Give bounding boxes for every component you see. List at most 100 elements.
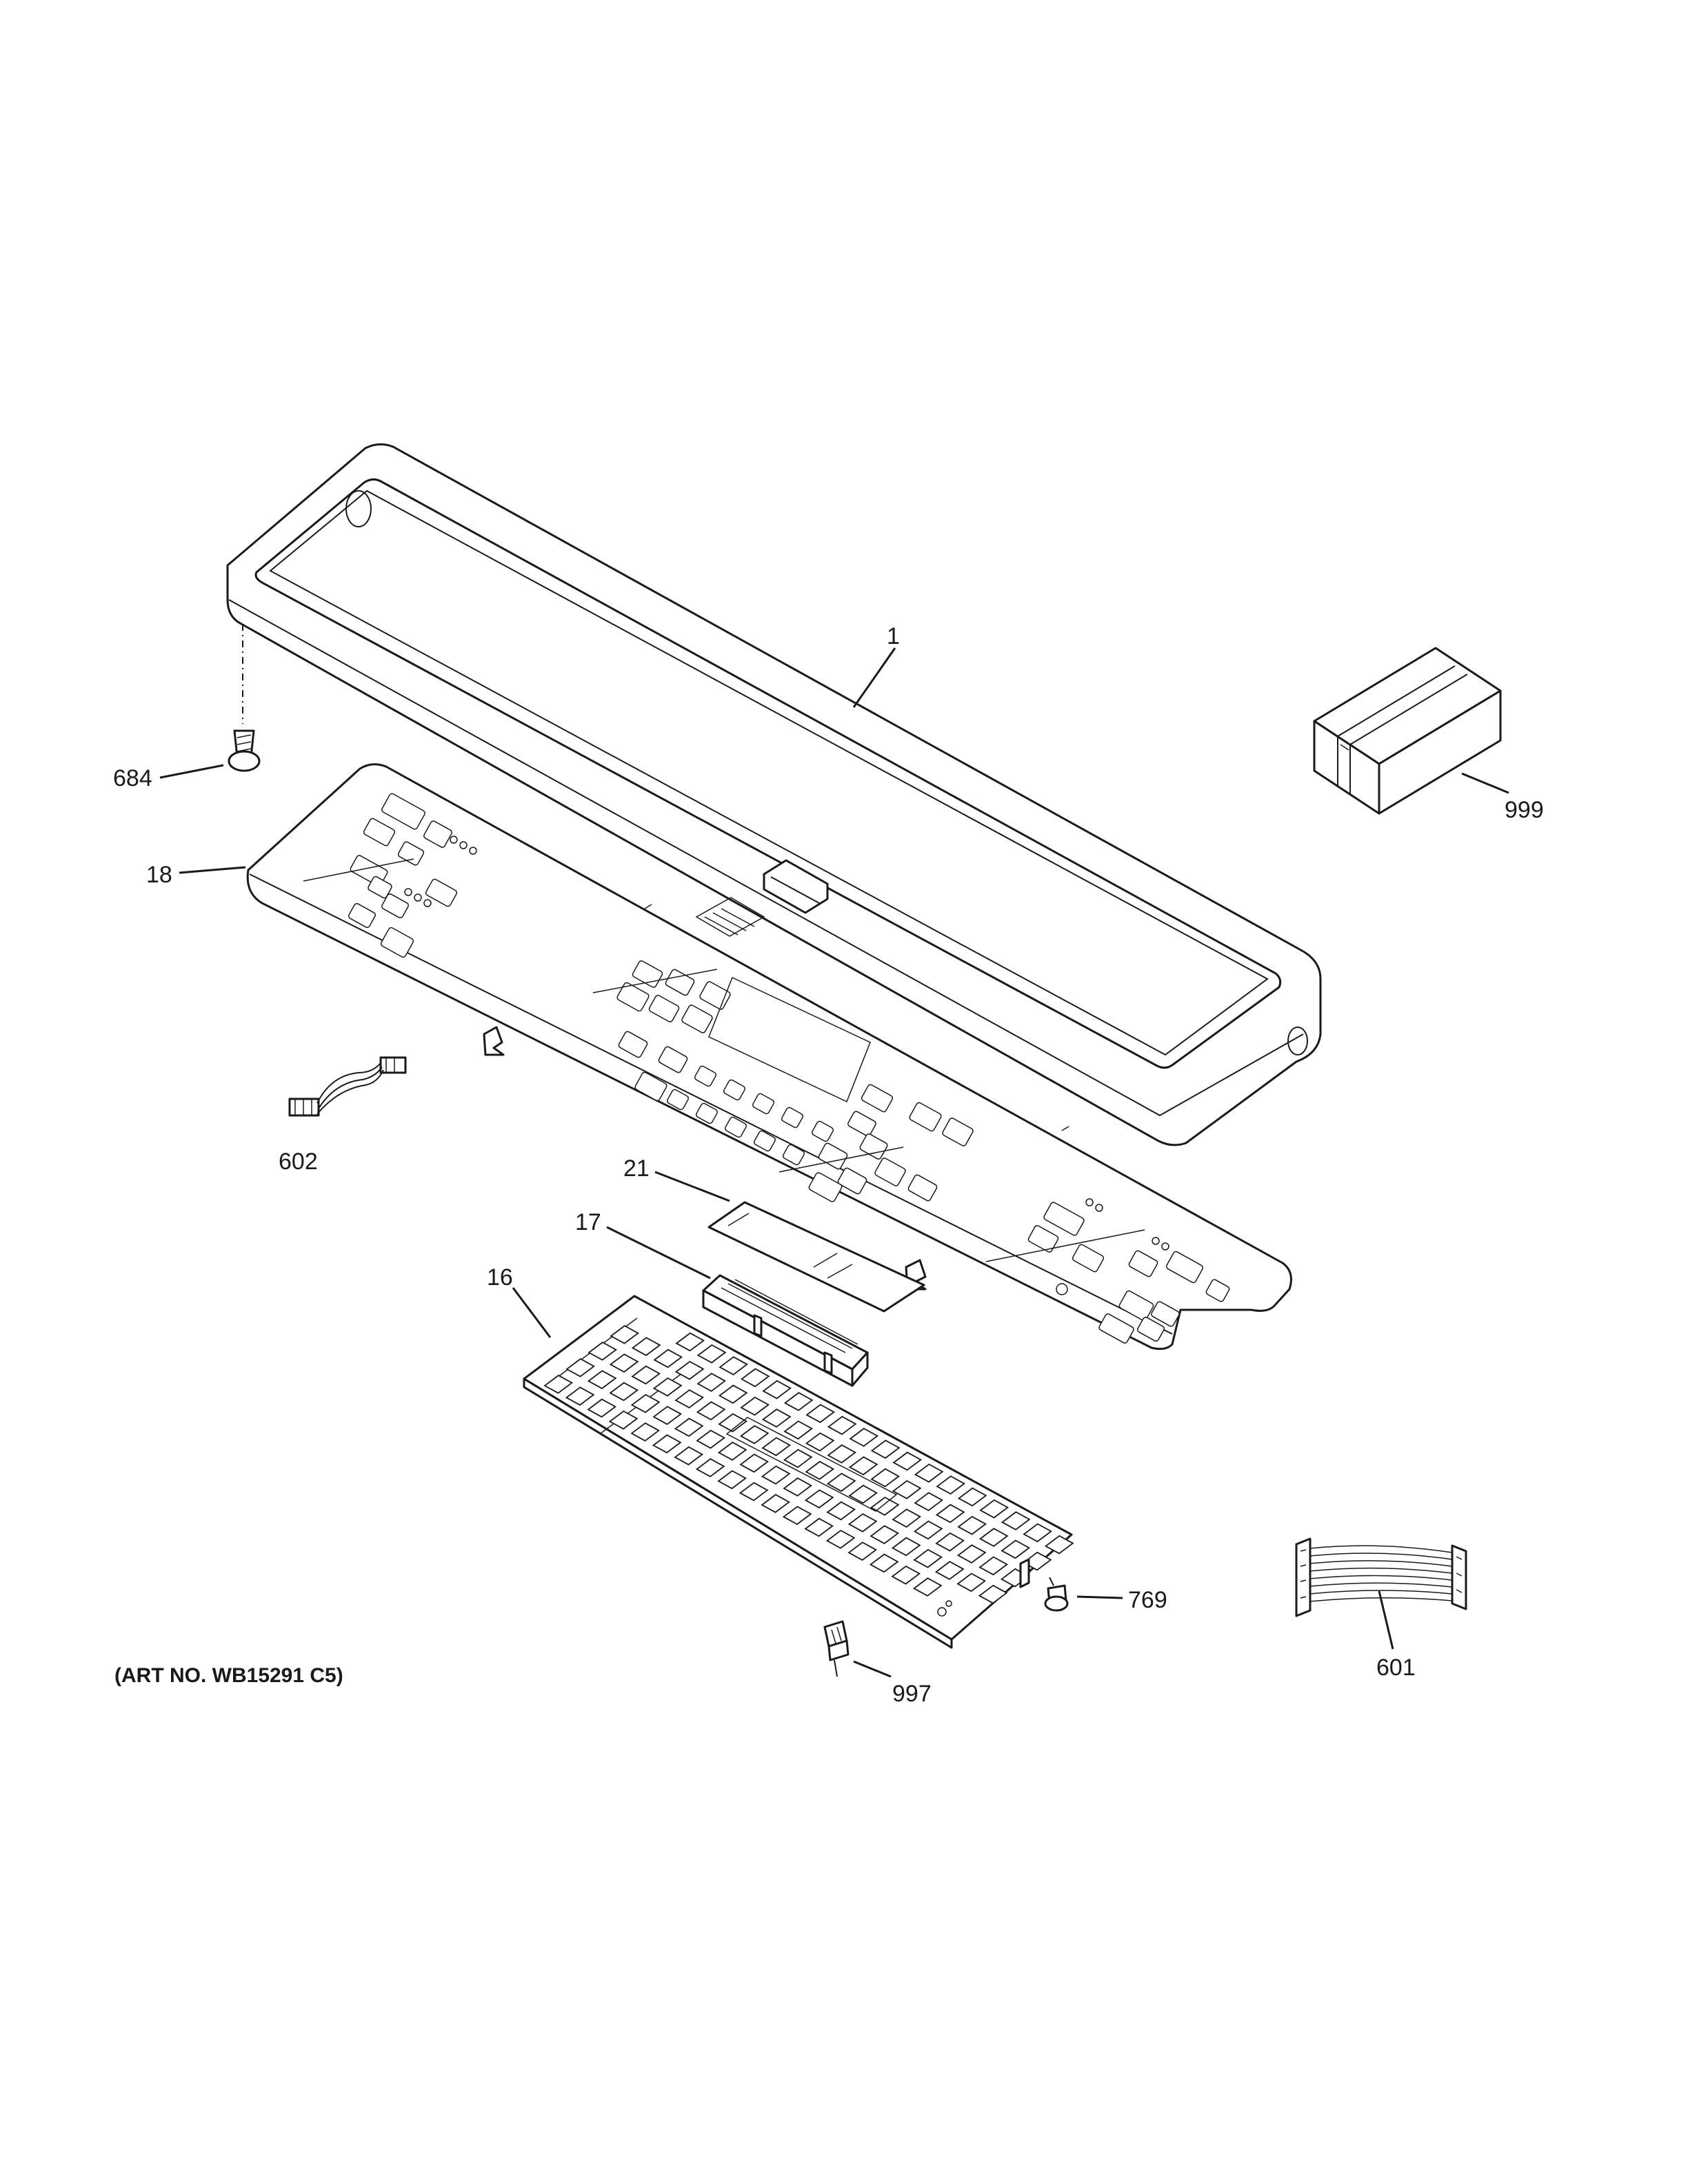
board-key-cell [827,1415,857,1435]
board-key-cell [717,1442,747,1461]
callout-1: 1 [887,623,900,649]
board-key-cell [891,1537,921,1557]
parts-box-999-part [1313,647,1502,815]
board-key-cell [761,1408,792,1428]
board-key-cell [1023,1523,1053,1543]
board-key-cell [979,1499,1009,1519]
board-key-cell [739,1425,770,1444]
touch-control-glass-part [246,763,1292,1351]
board-key-cell [718,1384,748,1404]
board-key-cell [674,1446,704,1466]
board-key-cell [826,1501,856,1521]
board-key-cell [869,1553,899,1573]
board-key-cell [652,1377,683,1397]
board-key-cell [761,1437,792,1457]
board-key-cell [805,1404,836,1424]
board-key-cell [870,1525,900,1544]
screw-769-part [1044,1577,1069,1612]
screw-684-part [228,729,261,772]
board-key-cell [913,1548,943,1568]
board-key-cell [804,1517,834,1537]
board-key-cell [631,1337,661,1357]
board-key-cell [892,1451,923,1471]
board-key-cells [543,1325,1074,1604]
left-keypad-graphics [303,793,477,958]
board-key-cell [935,1504,965,1524]
right-keypad-graphics [985,1198,1230,1344]
ribbon-cable-601-part [1295,1537,1467,1617]
ribbon-wire [1309,1590,1453,1595]
board-key-cell [804,1489,834,1509]
callout-16: 16 [487,1264,513,1291]
board-key-cell [610,1325,640,1344]
art-number-label: (ART NO. WB15291 C5) [114,1664,343,1687]
board-key-cell [847,1541,878,1561]
board-key-cell [870,1496,900,1516]
board-key-cell [587,1370,617,1390]
board-key-cell [783,1477,813,1497]
ribbon-wire [1309,1545,1453,1553]
connector-housing-17-part [702,1274,869,1387]
board-key-cell [696,1344,727,1364]
ribbon-wire [1309,1553,1453,1560]
board-key-cell [608,1410,639,1430]
callout-769: 769 [1128,1587,1167,1613]
board-key-cell [978,1556,1009,1576]
callout-17: 17 [575,1209,601,1235]
board-key-cell [848,1456,878,1476]
board-key-cell [719,1356,749,1375]
ribbon-wire [1309,1582,1453,1588]
board-key-cell [913,1520,943,1540]
board-key-cell [1001,1539,1031,1559]
board-key-cell [978,1584,1008,1604]
center-keypad-graphics [592,960,974,1202]
callout-602: 602 [279,1149,318,1175]
ribbon-wires [1309,1545,1453,1602]
board-key-cell [1022,1551,1052,1571]
board-key-cell [914,1492,944,1511]
board-key-cell [848,1484,878,1504]
board-key-cell [1001,1511,1031,1530]
board-key-cell [957,1487,987,1507]
board-key-cell [849,1428,879,1447]
board-key-cell [782,1506,812,1526]
board-key-cell [978,1528,1009,1547]
board-key-cell [892,1508,922,1528]
board-key-cell [956,1544,987,1564]
board-key-cell [761,1465,791,1485]
board-key-cell [696,1373,727,1392]
board-key-cell [847,1513,878,1533]
callout-601: 601 [1376,1655,1416,1681]
board-key-cell [826,1473,856,1493]
board-key-cell [675,1332,705,1352]
board-key-cell [762,1379,792,1399]
board-key-cell [783,1392,814,1411]
board-key-cell [783,1448,813,1468]
board-key-cell [652,1434,682,1454]
board-key-cell [609,1382,639,1402]
board-key-cell [805,1461,835,1480]
board-key-cell [696,1429,726,1449]
board-key-cell [543,1375,574,1394]
board-key-cell [630,1393,661,1413]
board-key-cell [674,1389,705,1408]
board-key-cell [934,1561,965,1580]
board-key-cell [1044,1535,1074,1555]
board-key-cell [740,1396,770,1416]
board-key-cell [696,1401,726,1421]
ribbon-wire [1309,1560,1453,1567]
board-key-cell [740,1368,770,1388]
board-key-cell [738,1482,769,1502]
board-key-cell [870,1468,901,1488]
ribbon-wire [1309,1575,1453,1581]
board-key-cell [587,1342,618,1361]
board-key-cell [717,1470,747,1490]
callout-18: 18 [146,862,172,888]
board-key-cell [912,1577,943,1597]
board-key-cell [761,1494,791,1513]
board-key-cell [892,1479,922,1499]
callout-21: 21 [623,1155,650,1182]
wire-harness-602-part [288,1056,407,1117]
board-key-cell [827,1444,857,1464]
